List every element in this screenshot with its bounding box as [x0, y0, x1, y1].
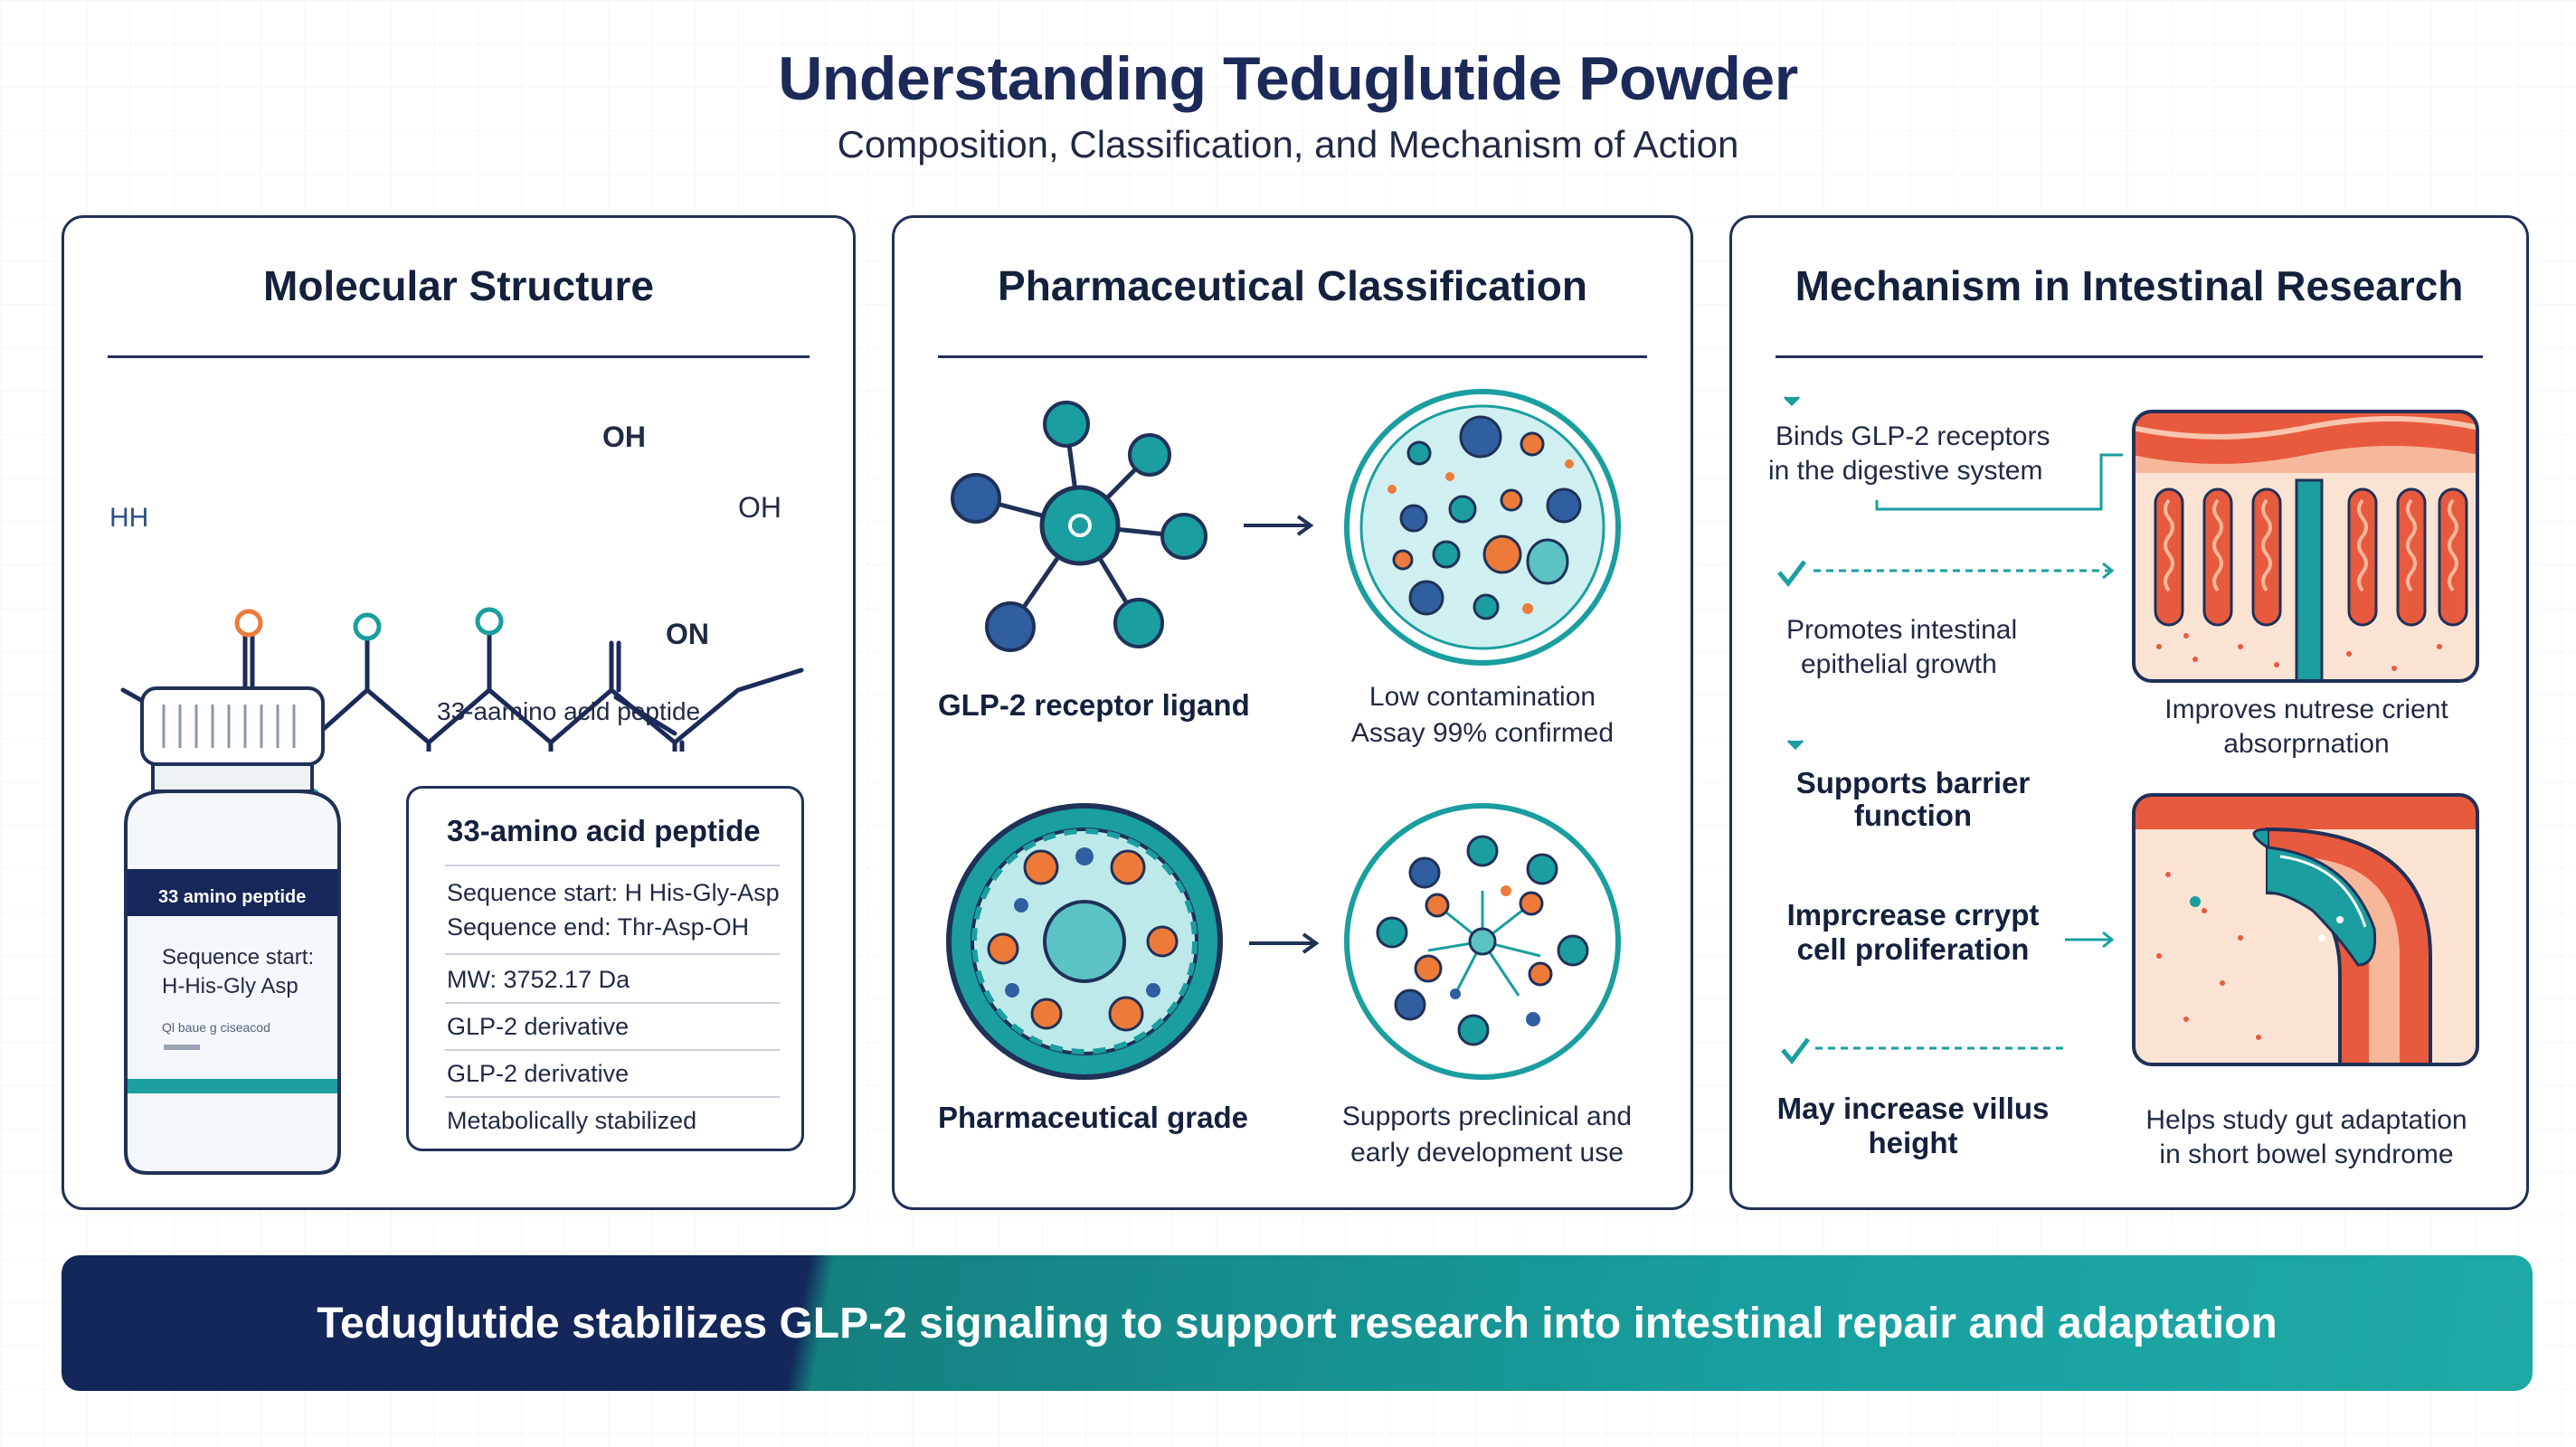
- panel-divider: [1776, 355, 2483, 358]
- pharmaceutical-classification-panel: Pharmaceutical Classification: [892, 215, 1693, 1210]
- info-divider: [445, 1049, 780, 1051]
- bottle-fine-print: Ql baue g ciseacod: [162, 1020, 270, 1035]
- nutrient-absorption-label: Improves nutrese crient: [2164, 695, 2448, 724]
- bottle-fine-print-line: [164, 1045, 200, 1050]
- info-sequence-start: Sequence start: H His-Gly-Asp: [447, 879, 780, 906]
- info-divider: [445, 865, 780, 866]
- molecular-structure-panel: Molecular Structure HH OH OH: [62, 215, 856, 1210]
- short-bowel-syndrome-label: in short bowel syndrome: [2159, 1140, 2454, 1169]
- low-contamination-label: Low contamination: [1368, 682, 1596, 712]
- crypt-proliferation-label: Imprcrease crrypt: [1786, 898, 2040, 932]
- binds-receptors-label: Binds GLP-2 receptors: [1776, 421, 2050, 451]
- panel-title-molecular: Molecular Structure: [263, 262, 654, 309]
- info-divider: [445, 1002, 780, 1004]
- info-sequence-end: Sequence end: Thr-Asp-OH: [447, 913, 750, 941]
- arrow-right-icon: [1242, 515, 1314, 541]
- barrier-function-label-2: function: [1853, 799, 1973, 832]
- intestinal-villi-illustration: [2132, 410, 2479, 683]
- info-card-heading: 33-amino acid peptide: [447, 814, 761, 847]
- pharmaceutical-grade-label: Pharmaceutical grade: [938, 1101, 1248, 1134]
- preclinical-support-particles-icon: [1344, 803, 1621, 1080]
- summary-banner: Teduglutide stabilizes GLP-2 signaling t…: [62, 1255, 2533, 1391]
- page-subtitle: Composition, Classification, and Mechani…: [837, 123, 1739, 166]
- villus-height-label-2: height: [1868, 1126, 1958, 1159]
- preclinical-support-label: Supports preclinical and: [1341, 1102, 1633, 1131]
- early-development-label: early development use: [1350, 1138, 1624, 1168]
- atom-label-oh-top: OH: [602, 421, 646, 453]
- arrow-right-icon: [1247, 932, 1320, 959]
- bottle-band-label: 33 amino peptide: [158, 887, 307, 907]
- info-stabilized: Metabolically stabilized: [447, 1107, 697, 1134]
- mechanism-connectors: [1777, 395, 2123, 1065]
- page-title: Understanding Teduglutide Powder: [778, 44, 1798, 113]
- low-contamination-culture-icon: [1344, 389, 1621, 666]
- atom-oxygen-orange: [234, 609, 263, 638]
- crypt-proliferation-label-2: cell proliferation: [1796, 932, 2030, 966]
- atom-label-on: ON: [666, 618, 709, 650]
- bottle-sequence-value: H-His-Gly Asp: [162, 974, 298, 998]
- atom-teal: [353, 612, 382, 641]
- info-derivative: GLP-2 derivative: [447, 1013, 630, 1040]
- panel-divider: [938, 355, 1647, 358]
- powder-bottle-illustration: [124, 686, 341, 1175]
- info-divider: [445, 953, 780, 955]
- gut-adaptation-label: Helps study gut adaptation: [2145, 1105, 2467, 1135]
- nutrient-absorption-label-2: absorprnation: [2223, 729, 2390, 759]
- peptide-info-card: 33-amino acid peptide Sequence start: H …: [406, 786, 804, 1151]
- bottle-sequence-label: Sequence start:: [162, 945, 315, 969]
- info-derivative: GLP-2 derivative: [447, 1060, 630, 1087]
- molecule-caption: 33-aamino acid peptide: [437, 697, 701, 725]
- pharmaceutical-grade-cell-icon: [946, 803, 1223, 1080]
- summary-banner-text: Teduglutide stabilizes GLP-2 signaling t…: [317, 1300, 2278, 1348]
- mechanism-panel: Mechanism in Intestinal Research Binds G…: [1729, 215, 2529, 1210]
- villus-height-label: May increase villus: [1776, 1092, 2050, 1125]
- digestive-system-label: in the digestive system: [1768, 456, 2043, 486]
- promotes-growth-label: Promotes intestinal: [1786, 615, 2018, 645]
- panel-divider: [108, 355, 810, 358]
- atom-teal: [475, 607, 504, 636]
- info-molecular-weight: MW: 3752.17 Da: [447, 966, 630, 993]
- receptor-ligand-label: GLP-2 receptor ligand: [938, 688, 1250, 722]
- assay-confirmed-label: Assay 99% confirmed: [1350, 718, 1615, 748]
- info-divider: [445, 1096, 780, 1098]
- panel-title-mechanism: Mechanism in Intestinal Research: [1795, 262, 2464, 309]
- barrier-function-label: Supports barrier: [1795, 766, 2031, 799]
- receptor-ligand-icon: [951, 401, 1208, 652]
- atom-label-hh: HH: [109, 503, 149, 533]
- panel-title-classification: Pharmaceutical Classification: [998, 262, 1587, 309]
- epithelial-growth-label: epithelial growth: [1801, 649, 1997, 679]
- bowel-adaptation-illustration: [2132, 793, 2479, 1066]
- atom-label-oh-right: OH: [738, 491, 781, 524]
